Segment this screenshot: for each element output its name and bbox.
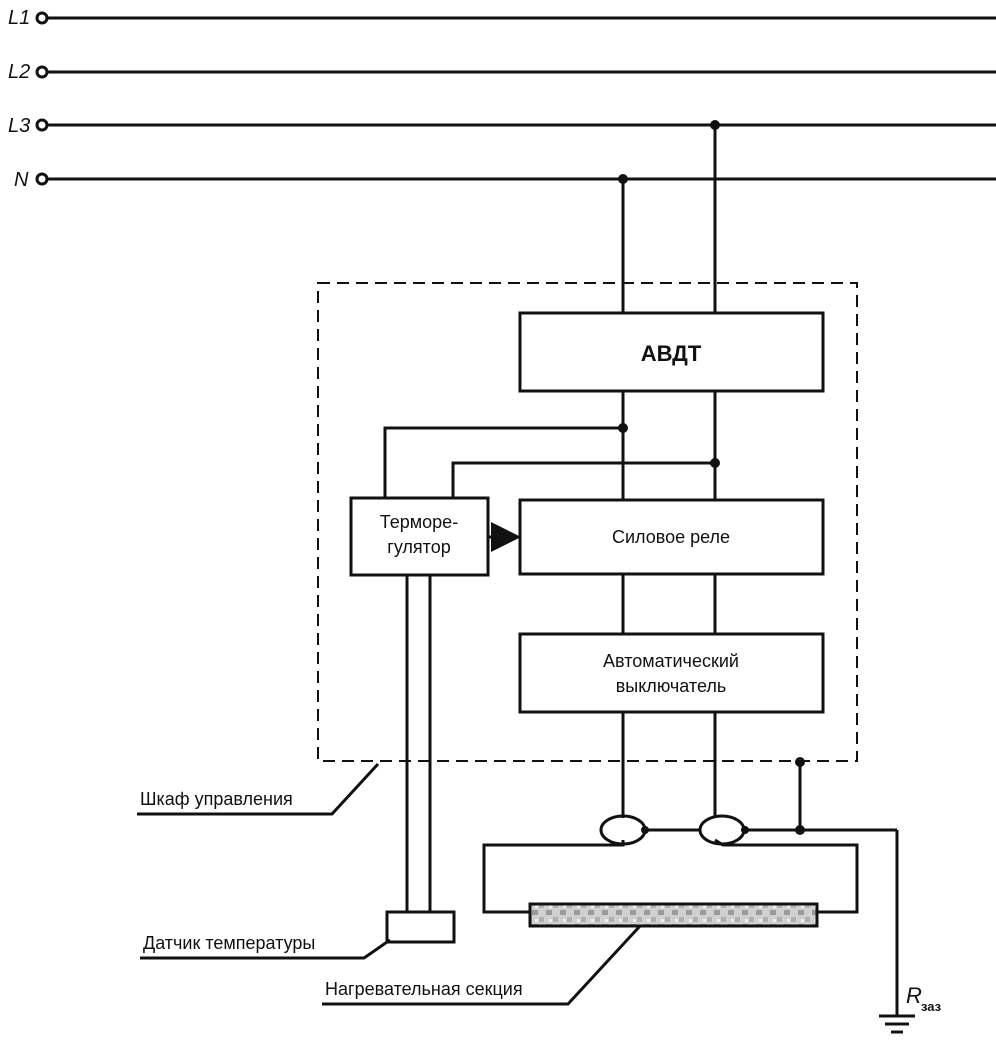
junction-ground — [795, 825, 805, 835]
terminal-l2 — [35, 65, 49, 79]
junction-thermo-n — [618, 423, 628, 433]
main-wiring — [383, 125, 899, 1015]
ground-resistance-main: R — [906, 983, 922, 1008]
avdt-label: АВДТ — [641, 341, 702, 366]
bus-l1: L1 — [8, 7, 996, 29]
ground-resistance-subscript: заз — [921, 999, 942, 1014]
junction-cabinet — [795, 757, 805, 767]
avdt-box — [518, 311, 825, 393]
sensor-callout: Датчик температуры — [140, 933, 391, 960]
circuit-breaker-label-line1: Автоматический — [603, 651, 739, 671]
circuit-breaker-label-line2: выключатель — [616, 676, 727, 696]
thermoregulator-label-line2: гулятор — [387, 537, 450, 557]
wire-heater-left — [482, 840, 625, 914]
heater-leader — [322, 924, 642, 1006]
bus-l2-label: L2 — [8, 61, 30, 83]
power-relay-block: Силовое реле — [518, 498, 825, 576]
cabinet-label: Шкаф управления — [140, 789, 293, 809]
heater-callout: Нагревательная секция — [322, 924, 642, 1006]
wire-heater-right — [714, 838, 859, 914]
cabinet-callout: Шкаф управления — [137, 762, 380, 816]
circuit-breaker-box — [518, 632, 825, 714]
thermoregulator-label-line1: Терморе- — [380, 512, 458, 532]
bus-n-label: N — [14, 169, 29, 191]
terminal-l3 — [35, 118, 49, 132]
junction-n — [618, 174, 628, 184]
current-sensor-left — [599, 814, 647, 846]
power-relay-label: Силовое реле — [612, 527, 730, 547]
sensor-leader — [140, 938, 391, 960]
control-cabinet-outline — [317, 282, 858, 762]
ground-symbol — [879, 1014, 915, 1034]
cabinet-leader — [137, 762, 380, 816]
wire-thermo-feed-n — [383, 426, 623, 498]
temp-sensor-label: Датчик температуры — [143, 933, 315, 953]
terminal-l1 — [35, 11, 49, 25]
power-relay-box — [518, 498, 825, 576]
bus-n: N — [14, 169, 996, 191]
thermoregulator-block: Терморе- гулятор — [349, 496, 490, 577]
terminal-n — [35, 172, 49, 186]
heating-section-bar — [528, 902, 819, 928]
junction-thermo-l3 — [710, 458, 720, 468]
junction-ct-right — [741, 826, 749, 834]
thermoregulator-box — [349, 496, 490, 577]
current-sensor-right — [698, 814, 746, 846]
circuit-breaker-block: Автоматический выключатель — [518, 632, 825, 714]
ground-resistance-label: R заз — [906, 983, 942, 1014]
avdt-block: АВДТ — [518, 311, 825, 393]
bus-l2: L2 — [8, 61, 996, 83]
bus-l3-label: L3 — [8, 115, 30, 137]
wire-thermo-feed-l3 — [451, 461, 715, 498]
bus-l1-label: L1 — [8, 7, 30, 29]
bus-l3: L3 — [8, 115, 996, 137]
temperature-sensor-box — [385, 910, 456, 944]
junction-dots — [618, 120, 805, 835]
junction-ct-left — [641, 826, 649, 834]
heating-section-label: Нагревательная секция — [325, 979, 523, 999]
junction-l3 — [710, 120, 720, 130]
